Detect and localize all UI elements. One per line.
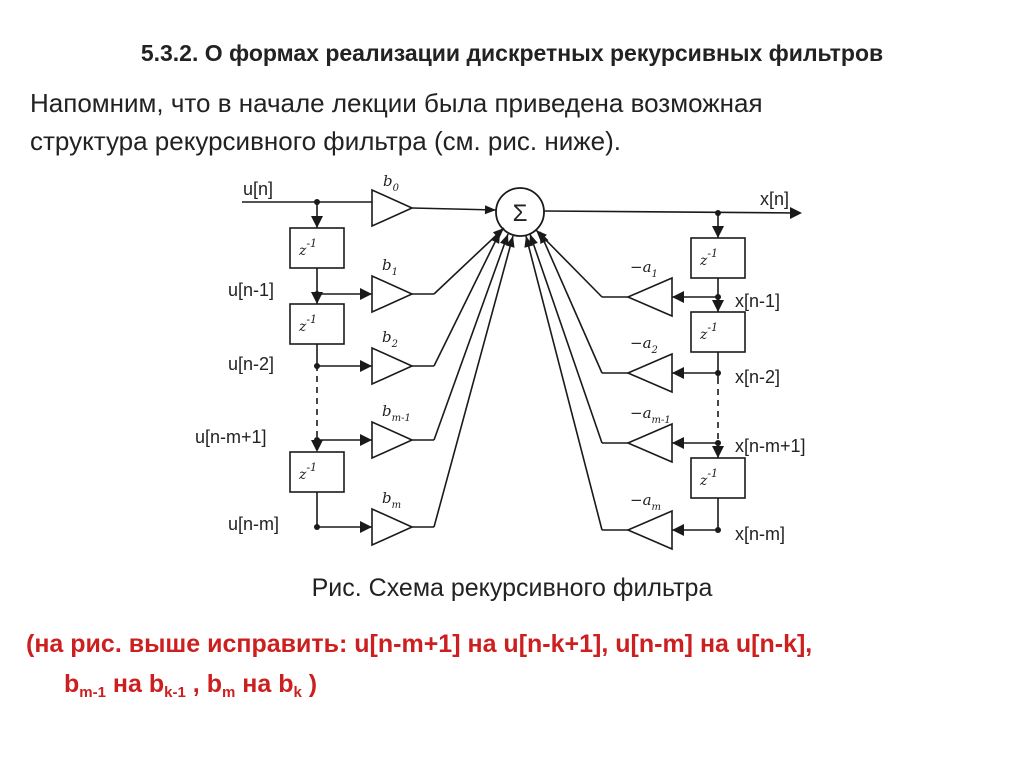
left-sum-arrow-3 — [500, 234, 509, 246]
coef-right-1: −a1 — [630, 258, 658, 280]
arrow-right-delay3 — [712, 446, 724, 458]
arrow-left-delay1 — [311, 216, 323, 228]
coef-left-1: b1 — [382, 256, 398, 278]
coef-right-3: −am-1 — [630, 404, 671, 426]
right-signal-label-1: x[n-1] — [735, 291, 780, 311]
right-to-sum-2 — [539, 231, 603, 374]
output-label: x[n] — [760, 189, 789, 209]
tap-left-arrow-4 — [360, 521, 372, 533]
left-to-sum-2 — [433, 231, 501, 367]
arrow-right-delay2 — [712, 300, 724, 312]
delay-right-1 — [690, 237, 746, 279]
correction-note: (на рис. выше исправить: u[n-m+1] на u[n… — [26, 624, 1006, 713]
left-to-sum-3 — [433, 233, 509, 441]
left-signal-label-2: u[n-2] — [228, 354, 274, 374]
coef-right-4: −am — [630, 491, 661, 513]
intro-text: Напомним, что в начале лекции была приве… — [30, 84, 990, 160]
note-line-1: (на рис. выше исправить: u[n-m+1] на u[n… — [26, 630, 813, 658]
left-sum-arrow-4 — [505, 236, 515, 248]
right-to-sum-3 — [529, 233, 603, 444]
right-signal-label-4: x[n-m] — [735, 524, 785, 544]
slide-title: 5.3.2. О формах реализации дискретных ре… — [140, 40, 884, 66]
right-to-sum-4 — [525, 235, 603, 531]
arrow-right-delay1 — [712, 226, 724, 238]
right-sum-arrow-2 — [540, 232, 549, 244]
summation-node — [495, 187, 545, 237]
right-sum-arrow-3 — [529, 234, 538, 246]
b0-arrow — [484, 205, 496, 215]
gain-right-3 — [625, 422, 673, 464]
output-line — [543, 210, 801, 214]
coef-left-4: bm — [382, 489, 401, 511]
gain-left-1 — [371, 274, 414, 314]
tap-right-arrow-4 — [672, 524, 684, 536]
right-signal-label-2: x[n-2] — [735, 367, 780, 387]
tap-right-arrow-2 — [672, 367, 684, 379]
output-arrow — [790, 207, 802, 219]
tap-left-arrow-3 — [360, 434, 372, 446]
coef-right-2: −a2 — [630, 334, 658, 356]
delay-left-1 — [289, 227, 345, 269]
left-signal-label-3: u[n-m+1] — [195, 427, 267, 447]
gain-right-1 — [625, 276, 673, 318]
coef-left-2: b2 — [382, 328, 398, 350]
delay-right-3 — [690, 457, 746, 499]
tap-right-arrow-3 — [672, 437, 684, 449]
gain-right-4 — [625, 509, 673, 551]
left-signal-label-1: u[n-1] — [228, 280, 274, 300]
b0-to-sum — [411, 207, 497, 211]
intro-line-1: Напомним, что в начале лекции была приве… — [30, 88, 763, 118]
input-label: u[n] — [243, 179, 273, 199]
left-signal-label-4: u[n-m] — [228, 514, 279, 534]
gain-left-2 — [371, 346, 414, 386]
tap-left-arrow-2 — [360, 360, 372, 372]
summation-symbol: Σ — [513, 200, 528, 227]
coef-b0: b0 — [383, 172, 400, 194]
gain-right-2 — [625, 352, 673, 394]
arrow-left-delay3 — [311, 440, 323, 452]
delay-left-3 — [289, 451, 345, 493]
right-signal-label-3: x[n-m+1] — [735, 436, 806, 456]
left-sum-arrow-2 — [491, 232, 500, 244]
right-sum-arrow-4 — [524, 236, 534, 248]
delay-left-2 — [289, 303, 345, 345]
tap-right-arrow-1 — [672, 291, 684, 303]
figure-caption: Рис. Схема рекурсивного фильтра — [311, 574, 713, 602]
note-line-2: bm-1 на bk-1 , bm на bk ) — [64, 670, 318, 701]
gain-left-3 — [371, 420, 414, 460]
arrow-left-delay2 — [311, 292, 323, 304]
intro-line-2: структура рекурсивного фильтра (см. рис.… — [30, 126, 621, 156]
right-to-sum-1 — [535, 229, 603, 298]
gain-b0 — [371, 188, 414, 228]
gain-left-4 — [371, 507, 414, 547]
coef-left-3: bm-1 — [382, 402, 411, 424]
tap-left-arrow-1 — [360, 288, 372, 300]
left-to-sum-4 — [433, 235, 514, 528]
